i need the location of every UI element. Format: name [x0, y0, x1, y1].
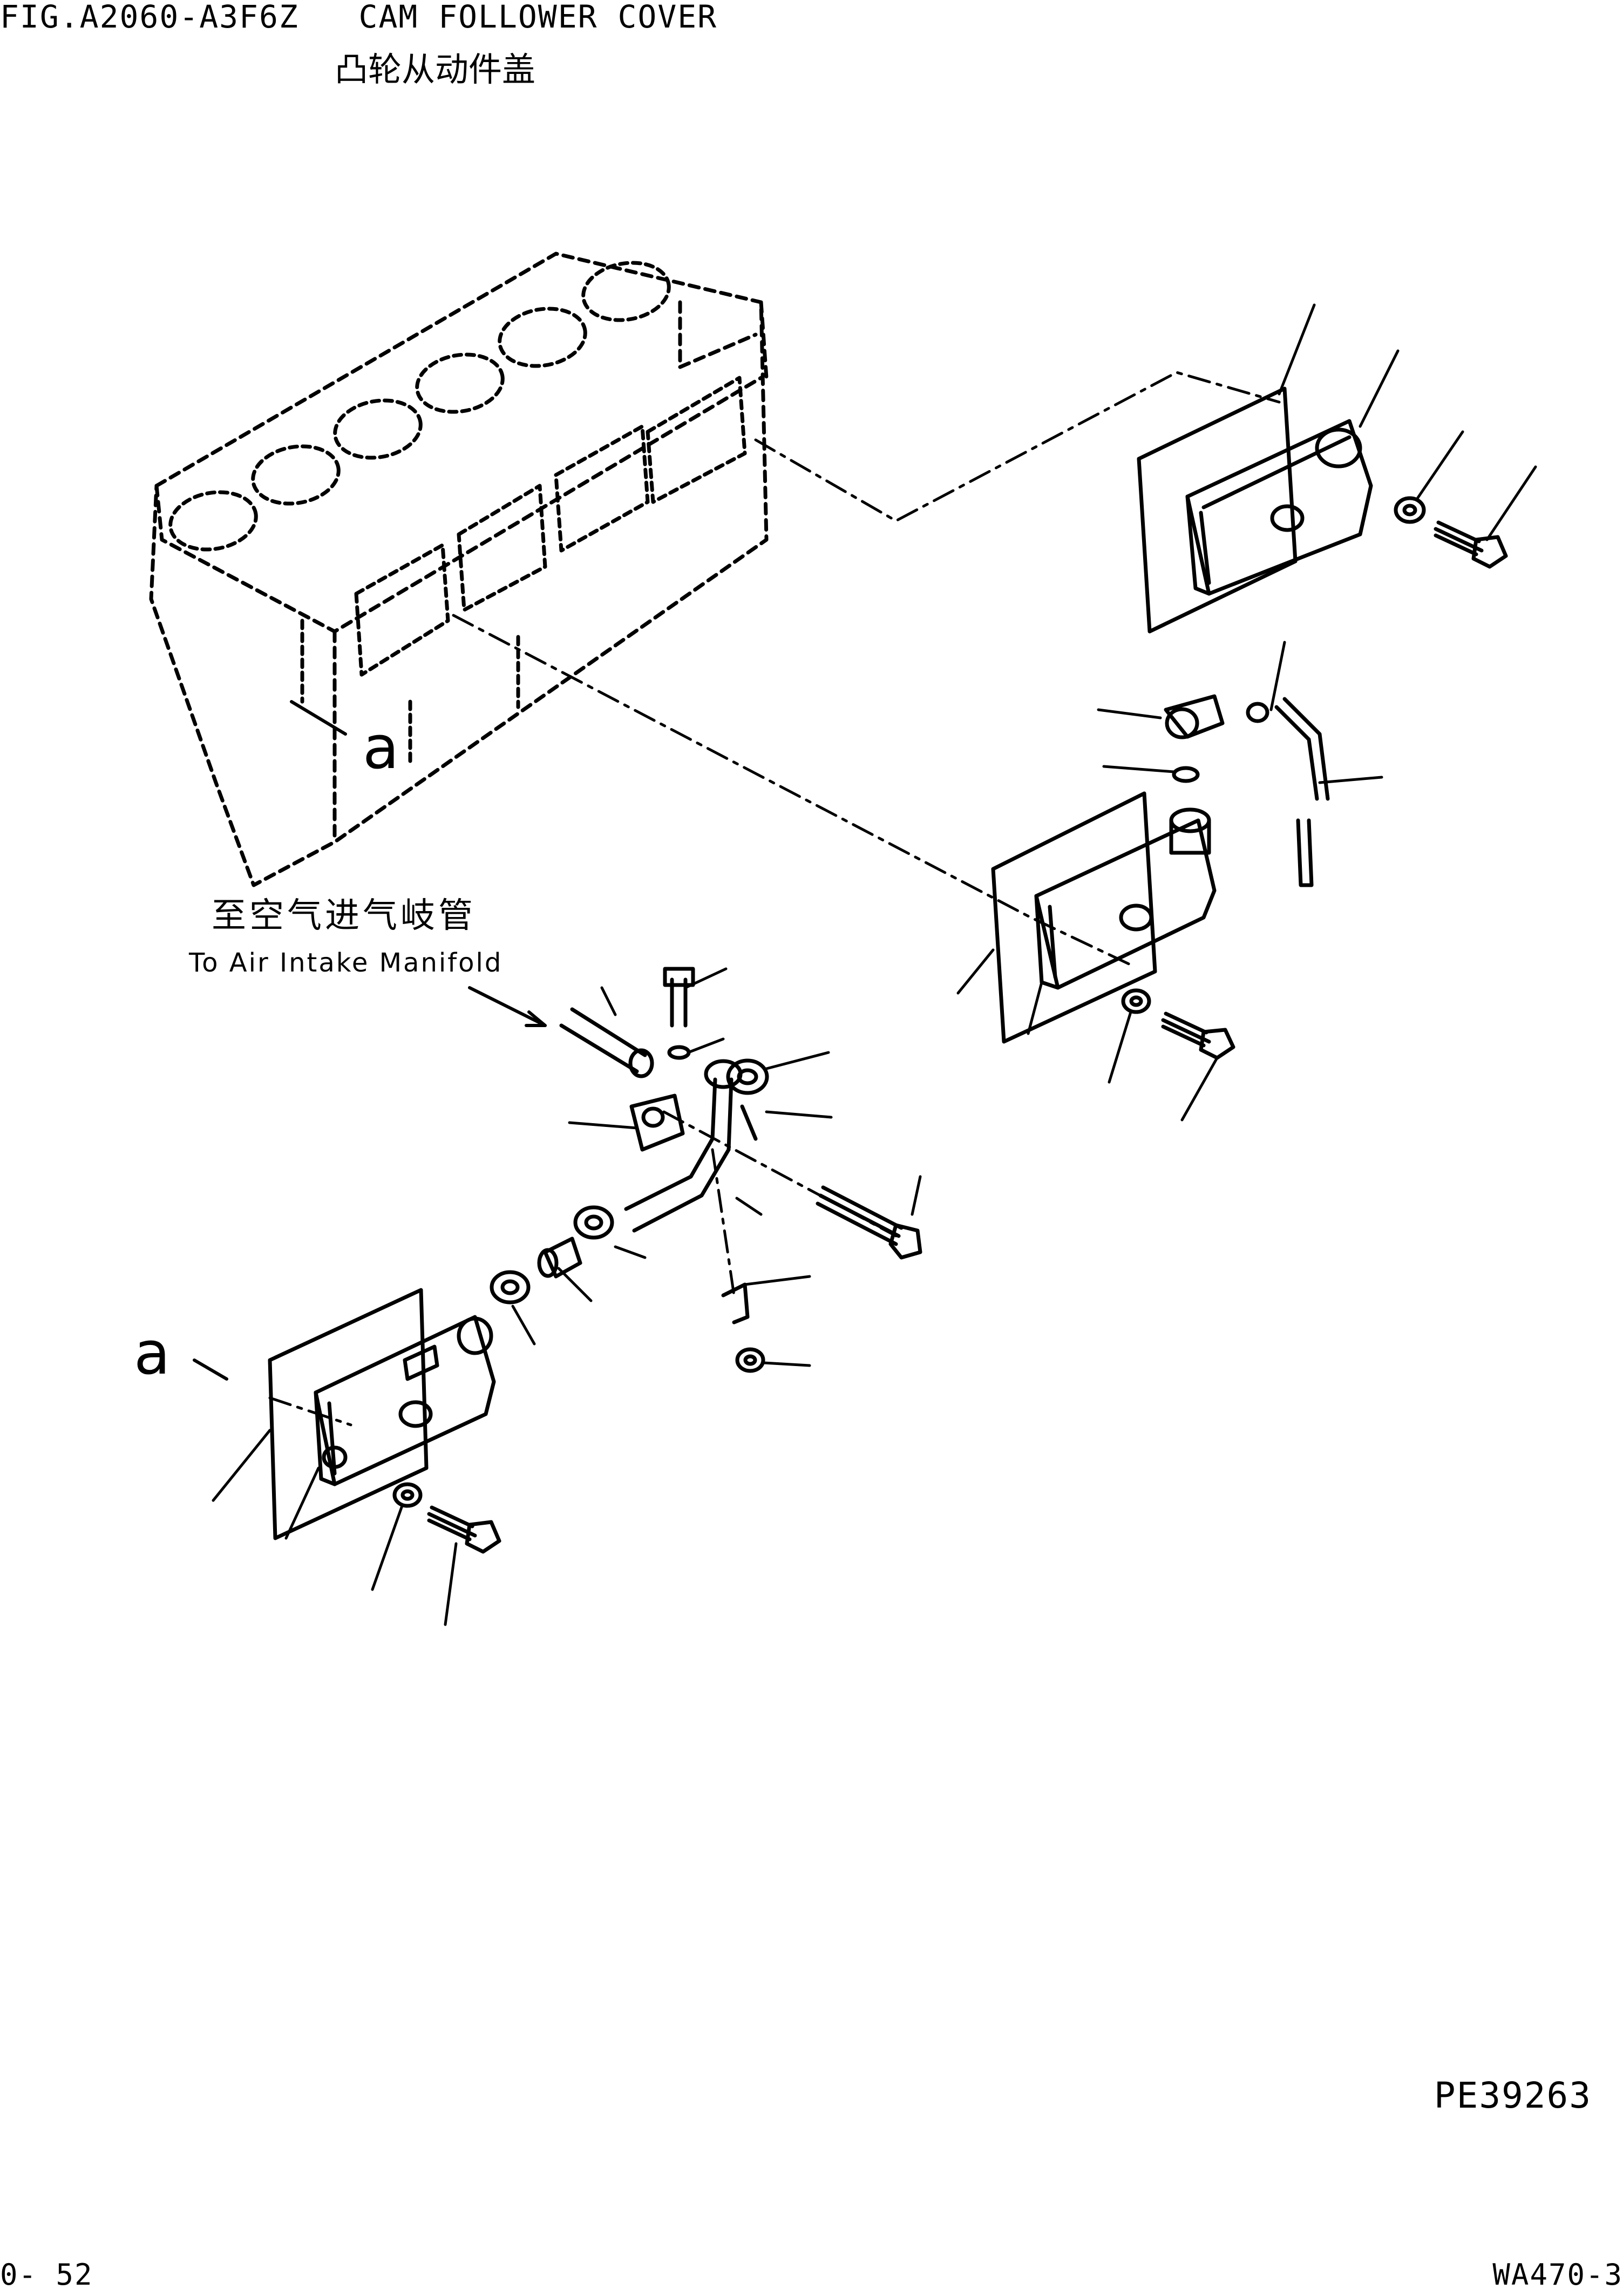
figure-subtitle-zh: 凸轮从动件盖 [335, 50, 536, 89]
bolt-lower [427, 1505, 501, 1554]
o-ring [1172, 766, 1200, 783]
intake-note-zh: 至空气进气岐管 [212, 896, 476, 936]
figure-title: FIG.A2060-A3F6Z CAM FOLLOWER COVER [0, 0, 718, 35]
hose-clamp-upper [726, 1058, 769, 1141]
clip-bracket [721, 1282, 750, 1324]
breather-hose [1274, 697, 1330, 887]
arrow-ref-a-top [290, 700, 347, 736]
clip-nut [735, 1347, 765, 1373]
cover-gasket-top [1137, 386, 1298, 634]
long-bolt [816, 1185, 922, 1260]
washer-lower [392, 1482, 423, 1508]
engine-block [149, 252, 769, 887]
tube-adapter-block [629, 1093, 685, 1152]
bolt-top [1434, 520, 1508, 569]
cam-follower-cover-top [1185, 419, 1373, 596]
illustration-code: PE39263 [1434, 2075, 1592, 2116]
arrow-to-intake [468, 986, 547, 1027]
hose-clamp-lower-2 [490, 1270, 531, 1305]
cover-gasket-lower [268, 1288, 429, 1540]
cam-follower-cover-lower [314, 1315, 496, 1486]
elbow-fitting [1164, 694, 1225, 739]
bracket-small-bolt [663, 967, 695, 1060]
washer-middle [1121, 988, 1151, 1014]
engine-block-side-openings [300, 376, 747, 769]
breather-fitting-middle [1169, 807, 1211, 855]
leader-lines [212, 303, 1537, 1626]
reference-mark-a-left: a [134, 1319, 171, 1388]
page-number: 0- 52 [0, 2258, 93, 2292]
hose-piece [537, 1237, 582, 1279]
reference-mark-a-top: a [363, 713, 399, 782]
hose-clamp-lower-1 [573, 1205, 614, 1240]
arrow-ref-a-left [193, 1358, 228, 1381]
bolt-middle [1161, 1011, 1235, 1060]
small-connector [1246, 702, 1269, 723]
washer-top [1394, 496, 1426, 524]
cover-gasket-middle [991, 791, 1157, 1044]
cylinder-bores [168, 261, 671, 552]
intake-note-en: To Air Intake Manifold [189, 948, 503, 978]
short-tube [559, 1007, 654, 1078]
model-code: WA470-3 [1492, 2258, 1623, 2292]
